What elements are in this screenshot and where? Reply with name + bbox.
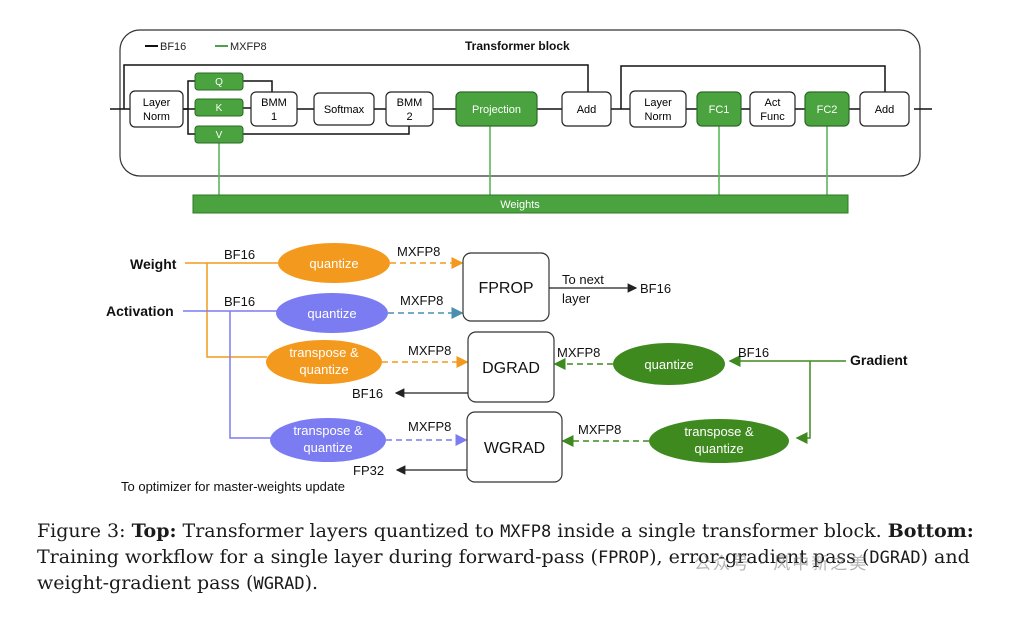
- caption-text-4: ), error-gradient pass (: [649, 546, 870, 568]
- caption-bottom-bold: Bottom:: [887, 520, 974, 542]
- quantize-gradient-label: quantize: [644, 357, 693, 372]
- caption-text-1: Transformer layers quantized to: [176, 520, 501, 542]
- optimizer-note: To optimizer for master-weights update: [121, 479, 345, 494]
- transpose-quantize-gradient-node: transpose & quantize: [649, 419, 789, 463]
- quantize-gradient-node: quantize: [613, 343, 725, 385]
- tq-activation-label-b: quantize: [303, 440, 352, 455]
- v-label: V: [216, 130, 223, 141]
- transformer-block-diagram: BF16 MXFP8 Transformer block: [110, 29, 932, 214]
- act-func-box: Act Func: [749, 91, 796, 127]
- block-title: Transformer block: [465, 39, 570, 53]
- tq-weight-label-a: transpose &: [289, 345, 359, 360]
- projection-label: Projection: [472, 104, 521, 116]
- tq-gradient-label-a: transpose &: [684, 424, 754, 439]
- to-next-layer-label-b: layer: [562, 291, 591, 306]
- caption-wgrad: WGRAD: [253, 574, 305, 594]
- fprop-box: FPROP: [462, 252, 550, 322]
- caption-text-6: ).: [304, 572, 319, 594]
- transpose-quantize-activation-node: transpose & quantize: [270, 418, 386, 462]
- layer-norm-1-box: Layer Norm: [129, 90, 184, 128]
- bmm1-label-a: BMM: [261, 97, 287, 109]
- mxfp8-activation-wgrad: MXFP8: [408, 419, 451, 434]
- bmm2-label-b: 2: [406, 111, 412, 123]
- weights-label: Weights: [500, 199, 540, 211]
- weights-bar: Weights: [192, 194, 849, 214]
- fc1-label: FC1: [709, 104, 730, 116]
- activation-bf16-label: BF16: [224, 294, 255, 309]
- mxfp8-weight-fprop: MXFP8: [397, 244, 440, 259]
- q-label: Q: [215, 77, 223, 88]
- to-next-layer-label-a: To next: [562, 272, 604, 287]
- dgrad-box: DGRAD: [467, 331, 555, 403]
- caption-dgrad: DGRAD: [869, 548, 921, 568]
- k-label: K: [216, 103, 223, 114]
- transpose-quantize-weight-node: transpose & quantize: [266, 340, 382, 384]
- quantize-weight-label: quantize: [309, 256, 358, 271]
- training-workflow-diagram: Weight Activation Gradient BF16 BF16 BF1…: [106, 243, 908, 494]
- weight-label: Weight: [130, 256, 177, 272]
- act-func-label-a: Act: [765, 97, 781, 109]
- legend-bf16-label: BF16: [160, 41, 186, 53]
- projection-box: Projection: [455, 91, 538, 127]
- caption-fprop: FPROP: [597, 548, 650, 568]
- caption-text-5: ) and weight-gradient pass (: [37, 546, 970, 594]
- wgrad-label: WGRAD: [484, 440, 545, 457]
- tq-gradient-label-b: quantize: [694, 441, 743, 456]
- fc1-box: FC1: [696, 91, 742, 127]
- wgrad-fp32-output: FP32: [353, 463, 384, 478]
- activation-label: Activation: [106, 303, 174, 319]
- caption-mxfp8: MXFP8: [500, 522, 552, 542]
- dgrad-label: DGRAD: [482, 360, 540, 377]
- add-2-label: Add: [875, 104, 895, 116]
- tq-weight-label-b: quantize: [299, 362, 348, 377]
- transformer-block-frame: [119, 29, 921, 177]
- bmm1-box: BMM 1: [250, 91, 298, 127]
- v-box: V: [194, 125, 244, 144]
- bmm2-label-a: BMM: [397, 97, 423, 109]
- caption-text-3: Training workflow for a single layer dur…: [37, 546, 598, 568]
- dgrad-bf16-output: BF16: [352, 386, 383, 401]
- legend-mxfp8-label: MXFP8: [230, 41, 267, 53]
- bmm1-label-b: 1: [271, 111, 277, 123]
- mxfp8-gradient-dgrad: MXFP8: [557, 345, 600, 360]
- caption-text-2: inside a single transformer block.: [551, 520, 888, 542]
- softmax-label: Softmax: [324, 104, 365, 116]
- bmm2-box: BMM 2: [385, 91, 434, 127]
- caption-fig-label: Figure 3:: [37, 520, 132, 542]
- add-1-label: Add: [577, 104, 597, 116]
- fc2-label: FC2: [817, 104, 838, 116]
- fc2-box: FC2: [804, 91, 850, 127]
- figure-caption: Figure 3: Top: Transformer layers quanti…: [37, 519, 997, 597]
- q-box: Q: [194, 72, 244, 91]
- add-2-box: Add: [859, 91, 910, 127]
- k-box: K: [194, 98, 244, 117]
- layer-norm-2-label-a: Layer: [644, 97, 672, 109]
- layer-norm-1-label-b: Norm: [143, 111, 170, 123]
- layer-norm-2-box: Layer Norm: [629, 90, 687, 128]
- fprop-bf16-output: BF16: [640, 281, 671, 296]
- caption-top-bold: Top:: [131, 520, 177, 542]
- layer-norm-1-label-a: Layer: [143, 97, 171, 109]
- softmax-box: Softmax: [313, 92, 375, 126]
- tq-activation-label-a: transpose &: [293, 423, 363, 438]
- act-func-label-b: Func: [760, 111, 785, 123]
- layer-norm-2-label-b: Norm: [645, 111, 672, 123]
- mxfp8-weight-dgrad: MXFP8: [408, 343, 451, 358]
- gradient-bf16-label: BF16: [738, 345, 769, 360]
- mxfp8-activation-fprop: MXFP8: [400, 293, 443, 308]
- wgrad-box: WGRAD: [466, 411, 563, 483]
- quantize-activation-label: quantize: [307, 306, 356, 321]
- fprop-label: FPROP: [478, 280, 533, 297]
- figure-diagram: BF16 MXFP8 Transformer block: [106, 29, 932, 494]
- quantize-weight-node: quantize: [278, 243, 390, 283]
- mxfp8-gradient-wgrad: MXFP8: [578, 422, 621, 437]
- watermark: 公众号 · 风中新之美: [694, 554, 869, 574]
- quantize-activation-node: quantize: [276, 293, 388, 333]
- gradient-label: Gradient: [850, 352, 908, 368]
- add-1-box: Add: [561, 91, 612, 127]
- weight-bf16-label: BF16: [224, 247, 255, 262]
